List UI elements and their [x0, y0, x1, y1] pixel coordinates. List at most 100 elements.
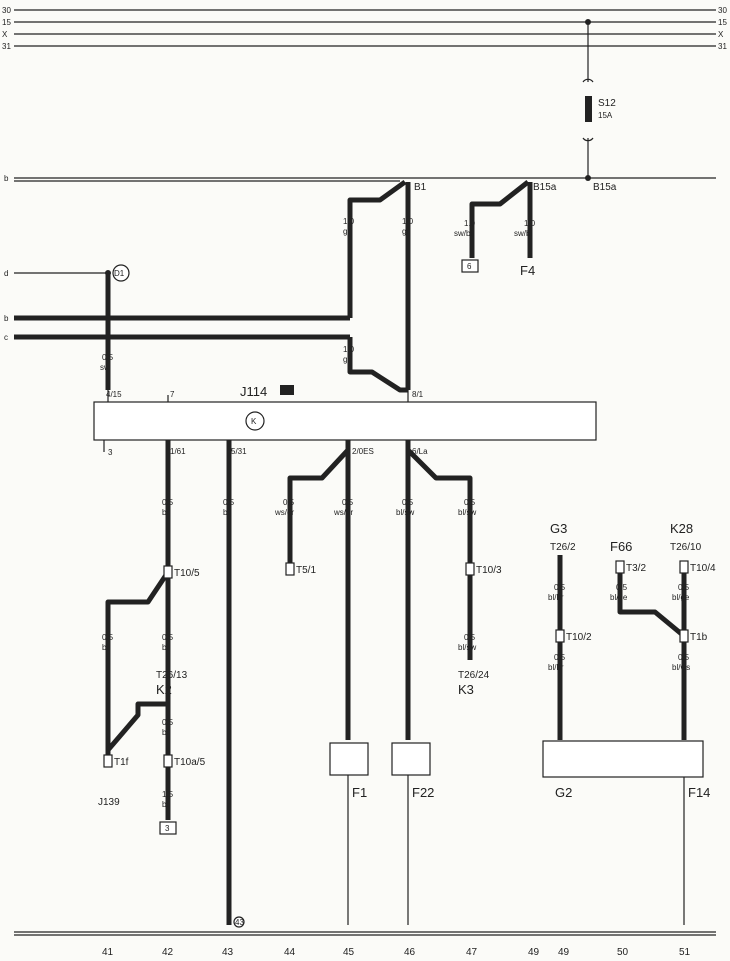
wire-size: 0.5 [102, 633, 114, 642]
wire-color: bl/ge [672, 593, 690, 602]
terminal-label: F66 [610, 539, 632, 554]
rail-label-right: 31 [718, 42, 727, 51]
pin-label: 4/15 [106, 390, 122, 399]
wire-size: 1.0 [524, 219, 536, 228]
rail-label-left: 31 [2, 42, 11, 51]
wire-color: bl/br [548, 593, 564, 602]
terminal-label: T10/3 [476, 565, 502, 576]
wire-color: sw/bl [454, 229, 472, 238]
wire-color: bl/ws [672, 663, 690, 672]
rail-label-d: d [4, 269, 8, 278]
column-number: 50 [617, 947, 629, 958]
terminal-label: K3 [458, 682, 474, 697]
terminal-box [461, 259, 479, 273]
terminal-label: T10/2 [566, 632, 592, 643]
terminal-label: T26/2 [550, 542, 576, 553]
rail-label-right: X [718, 30, 724, 39]
pin-label: 7 [170, 390, 175, 399]
terminal-label: J139 [98, 797, 120, 808]
pin-label: 8/1 [412, 390, 424, 399]
wire-color: bl/sw [458, 643, 476, 652]
component-box [93, 401, 597, 441]
wire-color: ws/gr [274, 508, 294, 517]
column-number: 45 [343, 947, 355, 958]
wire-color: bl [162, 643, 168, 652]
wire-size: 0.5 [162, 718, 174, 727]
rail-label-left: X [2, 30, 8, 39]
column-number: 51 [679, 947, 691, 958]
terminal-label: F22 [412, 785, 434, 800]
terminal-label: F14 [688, 785, 710, 800]
circuit-41-42: 0.5 bl T10/5 0.5 bl T26/13 K2 0.5 bl T10… [98, 440, 206, 835]
circuit-46-47: 0.5 bl/sw 0.5 bl/sw T10/3 0.5 bl/sw T26/… [391, 440, 502, 925]
component-symbol [245, 411, 265, 431]
terminal-label: 6 [467, 262, 472, 271]
terminal-label: T10/5 [174, 568, 200, 579]
terminal-label: T26/10 [670, 542, 702, 553]
rail-label-c: c [4, 333, 8, 342]
terminal-label: T3/2 [626, 563, 646, 574]
rail-label-left: 30 [2, 6, 11, 15]
wire-size: 0.5 [162, 498, 174, 507]
component-j114: J114 K 4/15 7 8/1 3 1/61 5/31 2/0ES 6/La [93, 384, 597, 457]
pin-label: 3 [108, 448, 113, 457]
wires-b1: 1.0 gn 1.0 gn [343, 179, 414, 390]
column-number: 44 [284, 947, 296, 958]
wire-color: sw [100, 363, 110, 372]
wire-size: 0.5 [554, 653, 566, 662]
terminal-label: F1 [352, 785, 367, 800]
terminal-label: G2 [555, 785, 572, 800]
wire-size: 1.0 [464, 219, 476, 228]
ground-label: 43 [235, 918, 244, 927]
column-number: 41 [102, 947, 114, 958]
fuse-rating: 15A [598, 111, 613, 120]
wire-size: 0.5 [223, 498, 235, 507]
pin-label: 2/0ES [352, 447, 374, 456]
terminal-label: T10/4 [690, 563, 716, 574]
wire-size: 0.5 [283, 498, 295, 507]
rail-label-right: 30 [718, 6, 727, 15]
wire-color: sw/bl [514, 229, 532, 238]
junction-b15a: B15a [593, 182, 617, 193]
wire-color: gn [343, 355, 352, 364]
fuse-s12: S12 15A [582, 19, 616, 181]
sensor-g2-f14 [542, 740, 704, 778]
wire-color: ws/gr [333, 508, 353, 517]
wire-size: 1.0 [343, 217, 355, 226]
column-number: 49 [528, 947, 540, 958]
column-number: 47 [466, 947, 478, 958]
wire-color: bl/br [548, 663, 564, 672]
pin-label: 5/31 [231, 447, 247, 456]
terminal-label: T26/24 [458, 670, 490, 681]
wire-size: 0.5 [554, 583, 566, 592]
wire-size: 0.5 [342, 498, 354, 507]
wire-color: gn [343, 227, 352, 236]
column-numbers: 41 42 43 44 45 46 47 49 49 50 51 [102, 947, 691, 958]
terminal-label: T1b [690, 632, 708, 643]
wires-b15a: 1.0 sw/bl 1.0 sw/bl 6 F4 [454, 180, 536, 278]
wire-color: bl [162, 728, 168, 737]
wire-color: bl [162, 800, 168, 809]
wire-color: bl/sw [396, 508, 414, 517]
wire-size: 0.5 [464, 498, 476, 507]
terminal-label: F4 [520, 263, 535, 278]
wire-color: bl [102, 643, 108, 652]
wire-size: 0.5 [402, 498, 414, 507]
rail-label-b: b [4, 314, 9, 323]
column-number: 49 [558, 947, 570, 958]
top-rails: 30 15 X 31 30 15 X 31 [2, 6, 727, 51]
wire-size: 1.5 [162, 790, 174, 799]
ground-icon [233, 916, 245, 928]
column-number: 42 [162, 947, 174, 958]
rail-label-left: 15 [2, 18, 11, 27]
junction-b15a: B15a [533, 182, 557, 193]
pin-label: 6/La [412, 447, 428, 456]
wire-size: 1.0 [343, 345, 355, 354]
left-rails: D1 d b c 0.5 sw 1.0 gn [4, 264, 408, 393]
circuit-50-51: F66 T3/2 0.5 bl/ge K28 T26/10 T10/4 0.5 … [542, 521, 716, 925]
rail-label-right: 15 [718, 18, 727, 27]
circuit-49: G3 T26/2 0.5 bl/br T10/2 0.5 bl/br [548, 521, 592, 740]
terminal-label: T10a/5 [174, 757, 206, 768]
circuit-43: 0.5 br 43 [223, 440, 245, 928]
terminal-label: G3 [550, 521, 567, 536]
